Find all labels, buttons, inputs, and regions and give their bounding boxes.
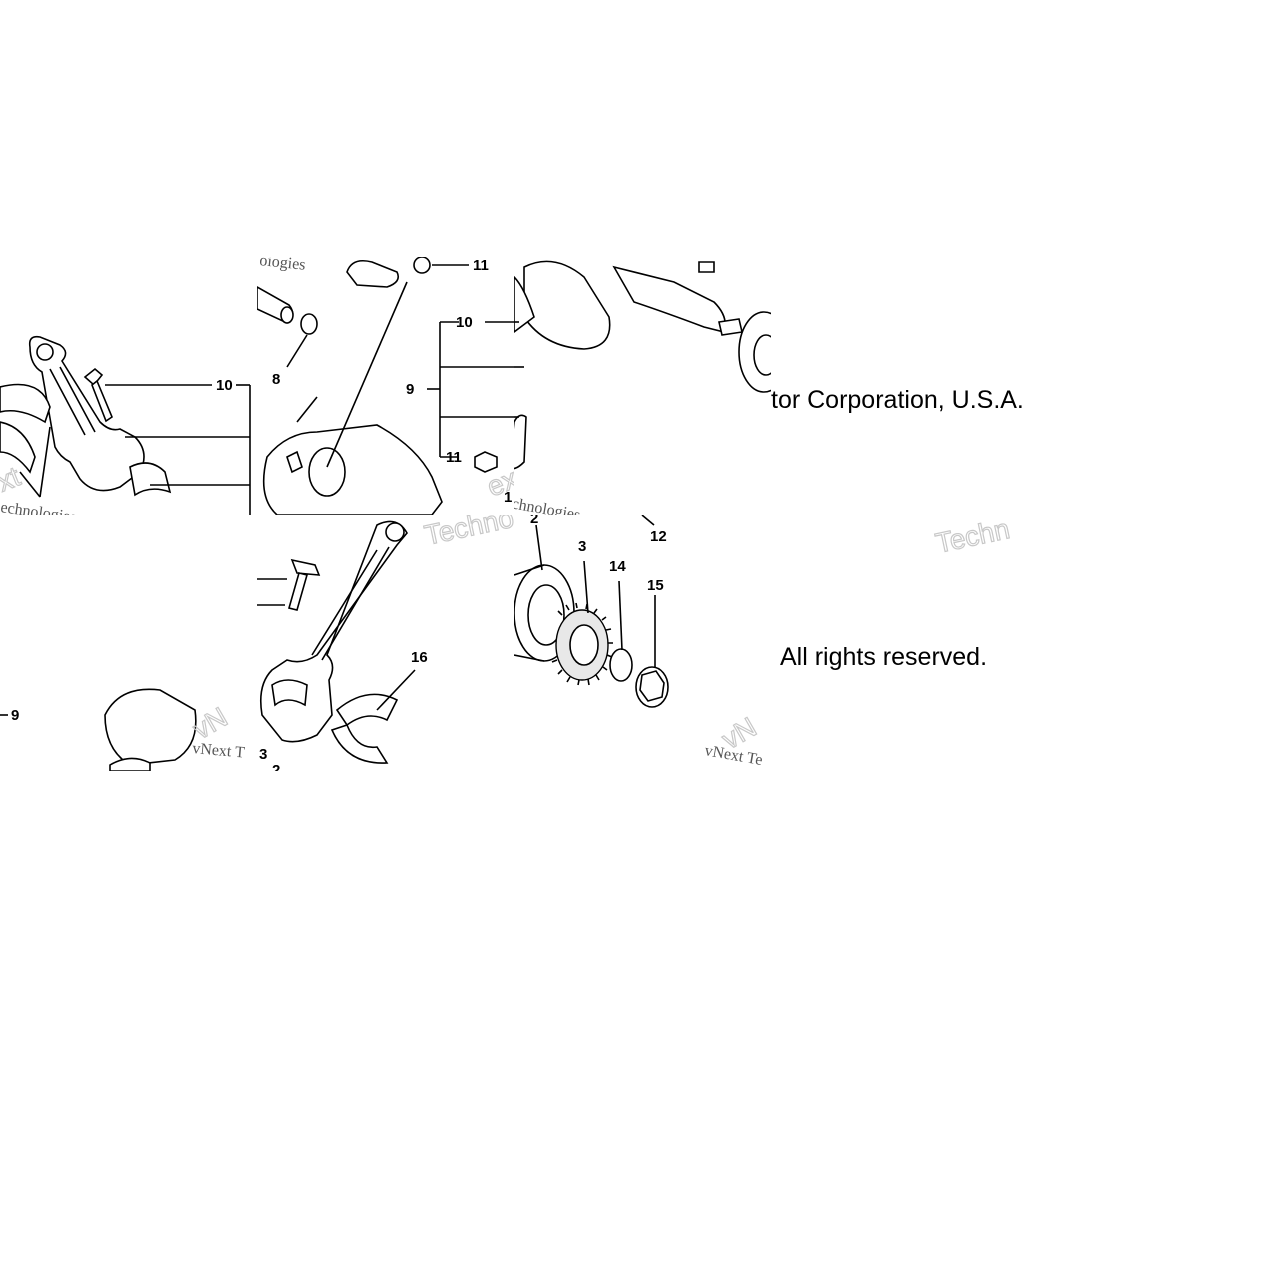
connecting-rod-lower-drawing — [259, 520, 408, 743]
bolt-drawing — [83, 367, 113, 423]
nut-drawing-top — [413, 257, 431, 274]
watermark-text-a: oiogies — [259, 257, 307, 274]
bearing-shell-drawing — [104, 688, 197, 771]
callout-15: 15 — [647, 577, 664, 594]
callout-11-top: 11 — [473, 257, 489, 274]
rod-bolt-drawing — [257, 558, 321, 611]
diagram-tile-connecting-rod-left: 10 echnologies xt — [0, 257, 257, 515]
diagram-tile-sprocket-bottom-right: 2 3 14 15 12 vNext Te vN — [514, 515, 771, 771]
diagram-tile-rod-bottom-middle: 16 3 2 Technologies — [257, 515, 514, 771]
watermark-text-sans-c: xt — [0, 461, 25, 498]
callout-16: 16 — [411, 649, 428, 666]
watermark-text-d: vNext T — [192, 740, 246, 762]
bearing-cap-drawing — [514, 414, 527, 470]
flange-nut-drawing — [635, 666, 669, 708]
callout-11-mid: 11 — [446, 449, 462, 466]
piston-pin-drawing — [257, 286, 294, 324]
callout-9-mid: 9 — [406, 381, 414, 398]
callout-3-left: 3 — [259, 746, 267, 763]
crankcase-drawing — [262, 259, 443, 515]
watermark-text-f: echnologies — [514, 494, 582, 515]
clip-drawing — [300, 313, 318, 335]
watermark-right: Techn — [932, 512, 1013, 559]
watermark-text-sans-b: Techn — [933, 513, 1013, 559]
callout-2: 2 — [530, 515, 538, 527]
connecting-rod-drawing — [0, 335, 172, 497]
leader-lines — [19, 384, 251, 515]
diagram-tile-crankcase-middle: oiogies 8 11 10 9 11 — [257, 257, 514, 515]
copyright-line-1: tor Corporation, U.S.A. — [771, 386, 1024, 414]
watermark-text-c: echnologies — [0, 499, 77, 515]
washer-drawing — [609, 648, 633, 682]
callout-10-mid: 10 — [456, 314, 473, 331]
callout-3: 3 — [578, 538, 586, 555]
callout-10-left: 10 — [216, 377, 233, 394]
diagram-tile-crankshaft-right: ologies echnologies — [514, 257, 771, 515]
callout-9-left: 9 — [11, 707, 19, 724]
copyright-line-2: All rights reserved. — [780, 643, 988, 671]
crankshaft-drawing — [514, 260, 743, 350]
watermark-text-sans-a: Technologies — [422, 515, 514, 551]
callout-8: 8 — [272, 371, 280, 388]
bearing-shell-lower-drawing — [330, 693, 399, 764]
pulley-drawing — [738, 311, 771, 393]
callout-12: 12 — [650, 528, 667, 545]
watermark-text-sans-e: vN — [188, 701, 233, 745]
nut-drawing-mid — [474, 451, 498, 473]
callout-14: 14 — [609, 558, 626, 575]
diagram-tile-bottom-left: 9 vNext T vN — [0, 515, 257, 771]
sprocket-drawing — [551, 602, 613, 686]
callout-2-left: 2 — [272, 762, 280, 771]
callout-1: 1 — [504, 489, 512, 506]
